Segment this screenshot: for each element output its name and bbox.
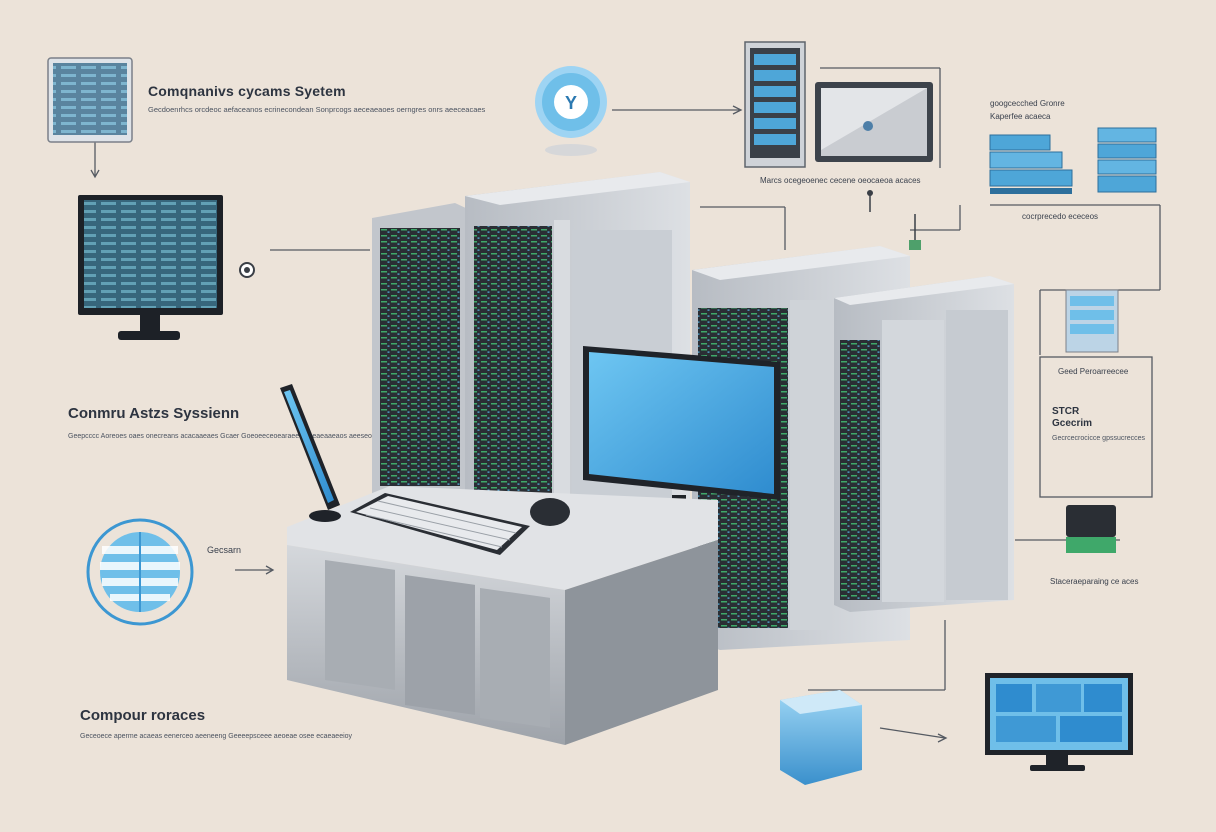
keyboard-icon	[350, 493, 530, 555]
disk-icon	[1066, 505, 1116, 553]
storage-stack-icon	[989, 127, 1157, 194]
mouse-icon	[530, 498, 570, 526]
right-box-head1: STCR	[1052, 406, 1080, 417]
sensor-icon	[867, 190, 921, 250]
monitor-icon	[985, 673, 1133, 771]
right-box-desc: Gecrcecrocicce gpssucrecces	[1052, 435, 1145, 442]
sensor-icon	[239, 262, 255, 278]
right-mid-caption: cocrprecedo ececeos	[1022, 212, 1098, 221]
display-icon	[583, 346, 780, 527]
right-top-title: googcecched Gronre	[990, 99, 1065, 108]
server-rack-icon	[744, 41, 806, 168]
right-box-head2: Gcecrim	[1052, 418, 1092, 429]
tablet-icon	[815, 82, 933, 162]
left-desc: Geepcccc Aoreoes oaes onecreans acacaaea…	[68, 433, 517, 440]
left-title: Conmru Astzs Syssienn	[68, 405, 239, 422]
storage-stack-icon	[1065, 289, 1119, 353]
monitor-icon	[280, 384, 341, 522]
globe-label: Gecsarn	[207, 545, 241, 555]
bottom-title: Compour roraces	[80, 707, 205, 724]
right-bottom-caption: Staceraeparaing ce aces	[1050, 577, 1139, 586]
bottom-desc: Geceoece aperme acaeas eenerceo aeeneeng…	[80, 733, 353, 740]
globe-icon	[86, 518, 194, 626]
svg-text:Y: Y	[565, 93, 577, 113]
monitor-icon	[47, 57, 133, 143]
disk-icon	[780, 690, 862, 785]
top-desc-line1: Gecdoenrhcs orcdeoc aefaceanos ecrinecon…	[148, 105, 486, 114]
right-box-title: Geed Peroarreecee	[1058, 367, 1129, 376]
gear-icon: Y	[535, 66, 607, 156]
top-title: Comqnanivs cycams Syetem	[148, 83, 346, 99]
monitor-icon	[78, 195, 223, 340]
right-top-sub: Kaperfee acaeca	[990, 112, 1051, 121]
center-caption: Marcs ocegeoenec cecene oeocaeoa acaces	[760, 176, 921, 185]
server-rack-icon	[372, 172, 690, 522]
